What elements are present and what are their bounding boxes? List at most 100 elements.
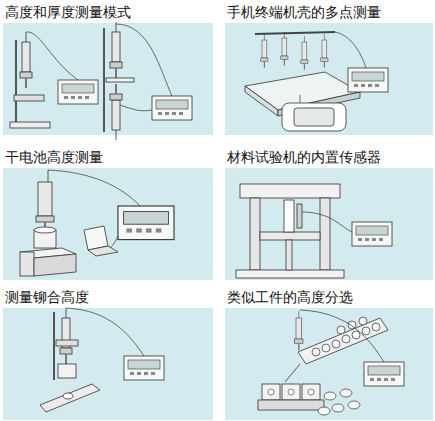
workpiece xyxy=(359,317,367,325)
sorting-bin xyxy=(282,384,300,400)
panel-box: 手机终端机壳的多点测量 xyxy=(225,23,433,135)
gauge-probe xyxy=(110,84,122,140)
workpiece xyxy=(322,344,330,352)
rivet-part xyxy=(40,384,100,412)
gauge-probe xyxy=(110,84,122,140)
workpiece xyxy=(372,323,380,331)
display-unit xyxy=(348,68,388,92)
cable xyxy=(335,32,366,68)
fixture-side xyxy=(20,252,34,276)
workpiece xyxy=(318,407,330,415)
base-plate xyxy=(10,122,50,128)
gauge-probe xyxy=(281,32,288,66)
chute-guide xyxy=(285,364,300,382)
machine-column xyxy=(250,198,260,270)
cable xyxy=(26,32,78,80)
chute xyxy=(298,318,388,364)
workpiece xyxy=(332,404,344,412)
gauge-probe xyxy=(321,34,328,68)
panel-box: 高度和厚度测量模式 xyxy=(3,23,213,135)
workpiece xyxy=(352,331,360,339)
workpiece xyxy=(342,335,350,343)
magnifier xyxy=(282,103,346,131)
workpiece xyxy=(362,327,370,335)
gauge-probe xyxy=(295,311,303,350)
cable xyxy=(302,212,352,232)
bin-base xyxy=(258,400,324,410)
specimen xyxy=(284,200,294,232)
platform-side xyxy=(278,92,360,116)
gauge-probe xyxy=(301,36,308,70)
gauge-probe xyxy=(301,36,308,70)
display-unit xyxy=(118,206,174,240)
gauge-probe xyxy=(261,34,268,68)
workpiece xyxy=(308,389,314,395)
gauge-probe xyxy=(321,34,328,68)
panel-box: 类似工件的高度分选 xyxy=(225,308,433,420)
machine-column xyxy=(320,198,330,270)
fixture-front xyxy=(34,254,76,276)
sorting-bin xyxy=(262,384,280,400)
machine-base xyxy=(236,270,344,278)
workpiece xyxy=(340,389,352,397)
panel-title: 高度和厚度测量模式 xyxy=(5,3,131,21)
laptop-base xyxy=(88,246,118,256)
workpiece xyxy=(288,389,294,395)
machine-crossbeam xyxy=(240,184,340,198)
battery-top xyxy=(34,227,56,233)
panel-title: 干电池高度测量 xyxy=(5,148,103,166)
gauge-probe xyxy=(261,34,268,68)
gauge-probe xyxy=(110,22,122,78)
cable xyxy=(300,310,384,362)
gauge-probe xyxy=(295,311,303,350)
panel-box: 干电池高度测量 xyxy=(3,168,213,280)
gauge-probe xyxy=(281,32,288,66)
cable xyxy=(48,170,49,182)
display-unit xyxy=(152,96,192,120)
sorting-bin xyxy=(302,384,320,400)
workpiece xyxy=(106,78,134,82)
cable xyxy=(120,105,152,111)
workpiece xyxy=(324,392,336,400)
stand-column xyxy=(53,312,55,380)
probe-tip xyxy=(44,222,46,228)
gauge-probe xyxy=(20,32,32,88)
leader-line xyxy=(300,95,301,104)
display-unit xyxy=(124,356,164,380)
stand-clamp xyxy=(14,95,44,101)
rivet-head xyxy=(63,393,73,399)
anvil xyxy=(58,364,76,378)
display-unit xyxy=(352,222,392,246)
panel-title: 测量铆合高度 xyxy=(5,288,89,306)
platform xyxy=(245,72,360,110)
stand-column xyxy=(103,28,105,132)
ram xyxy=(286,240,292,270)
probe-bar xyxy=(255,32,335,34)
panel-title: 材料试验机的内置传感器 xyxy=(227,148,381,166)
workpiece xyxy=(268,389,274,395)
workpiece xyxy=(348,401,360,409)
display-unit xyxy=(364,362,404,386)
fixture-top xyxy=(20,248,76,258)
panel-title: 手机终端机壳的多点测量 xyxy=(227,3,381,21)
cable xyxy=(110,236,118,248)
stand-clamp xyxy=(56,340,78,346)
sensor xyxy=(297,204,302,228)
platform-side xyxy=(245,86,278,116)
machine-crosshead xyxy=(260,232,320,240)
workpiece xyxy=(337,326,345,334)
gauge-probe xyxy=(60,308,72,364)
panel-box: 测量铆合高度 xyxy=(3,308,213,420)
probe-collar xyxy=(36,216,54,222)
cable xyxy=(48,170,140,206)
display-unit xyxy=(58,80,98,104)
laptop-screen xyxy=(84,226,108,250)
cable xyxy=(116,24,172,96)
stand-column xyxy=(15,40,17,125)
battery xyxy=(34,230,56,248)
workpiece xyxy=(312,348,320,356)
workpiece xyxy=(348,321,356,329)
